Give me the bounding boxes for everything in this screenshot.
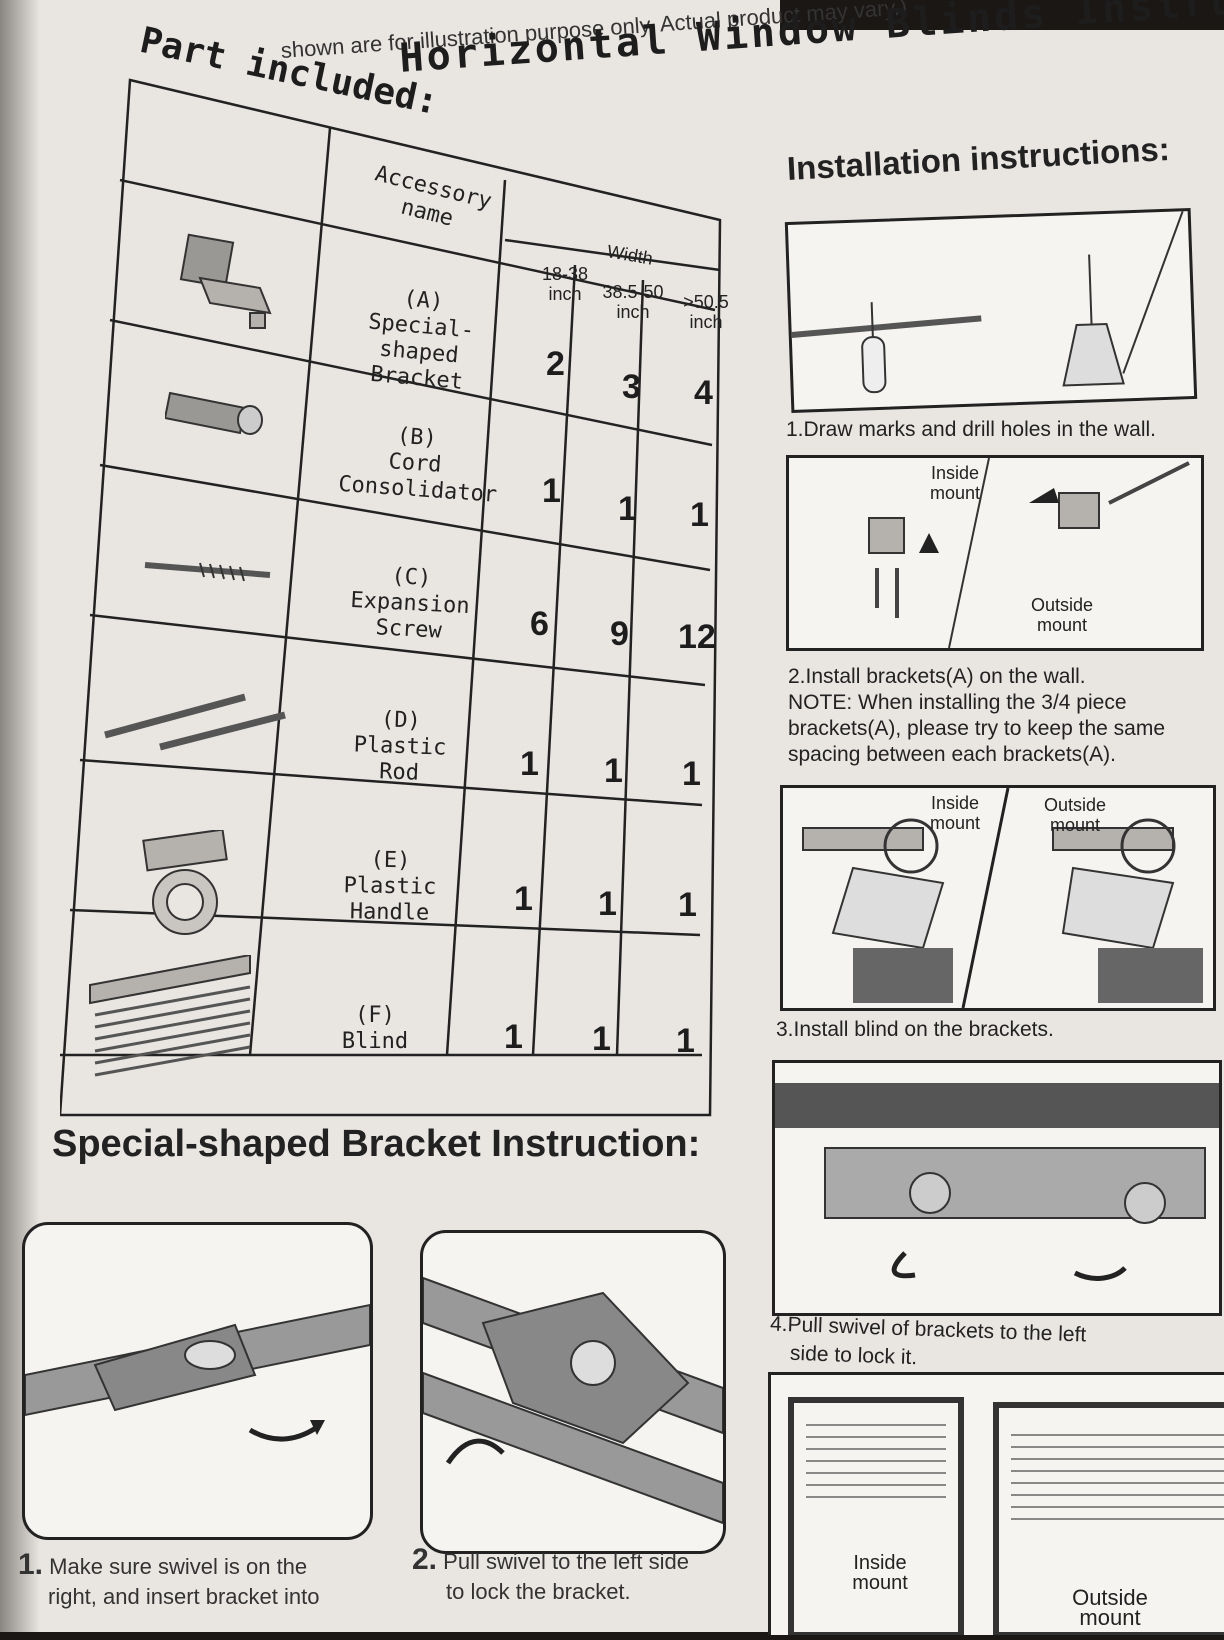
step5-inside-mount: Inside mount — [852, 1552, 908, 1594]
bracket-step1-number: 1. — [18, 1548, 44, 1581]
row-c-qty-1: 6 — [530, 605, 549, 643]
step5-outside-mount: Outside mount — [1072, 1585, 1148, 1630]
row-e-qty-3: 1 — [678, 886, 697, 924]
step5-illustration — [768, 1372, 1224, 1638]
background-dark — [780, 0, 1224, 30]
row-b-qty-2: 1 — [618, 490, 637, 528]
bracket-step2-caption: 2. Pull swivel to the left side to lock … — [412, 1545, 689, 1607]
row-e-name: (E) Plastic Handle — [343, 847, 437, 926]
cord-consolidator-icon — [165, 391, 263, 435]
width-col-38-50: 38.5-50 inch — [602, 282, 664, 322]
row-a-qty-1: 2 — [546, 345, 565, 383]
step4-illustration — [772, 1060, 1222, 1316]
expansion-screw-icon — [144, 562, 271, 582]
step3-outside-mount: Outside mount — [1043, 795, 1107, 835]
blind-install-icon — [802, 787, 1203, 1009]
step2-caption-4: spacing between each brackets(A). — [788, 743, 1117, 766]
row-f-qty-3: 1 — [676, 1022, 695, 1060]
step2-caption-3: brackets(A), please try to keep the same — [788, 717, 1166, 740]
swivel-lock-icon — [775, 1083, 1219, 1281]
row-e-qty-2: 1 — [598, 885, 617, 923]
step3-illustration — [780, 785, 1216, 1011]
row-b-qty-1: 1 — [542, 472, 561, 510]
blind-icon — [89, 955, 251, 1077]
step2-caption-1: 2.Install brackets(A) on the wall. — [788, 665, 1086, 688]
bracket-step2-number: 2. — [412, 1543, 438, 1576]
bracket-instruction-heading: Special-shaped Bracket Instruction: — [52, 1123, 701, 1165]
bracket-step1-text2: right, and insert bracket into — [48, 1584, 320, 1609]
step2-inside-mount: Inside mount — [929, 463, 981, 503]
bracket-icon — [179, 233, 272, 329]
bracket-step1-illustration — [22, 1222, 373, 1540]
row-d-qty-3: 1 — [682, 755, 701, 793]
table-grid — [58, 78, 722, 1117]
row-d-name: (D) Plastic Rod — [353, 707, 447, 786]
bracket-step1-text: Make sure swivel is on the — [49, 1554, 308, 1579]
bracket-step1-caption: 1. Make sure swivel is on the right, and… — [18, 1550, 319, 1612]
step3-caption: 3.Install blind on the brackets. — [776, 1018, 1054, 1041]
parts-table — [58, 70, 740, 1120]
row-c-name: (C) Expansion Screw — [349, 564, 471, 644]
step3-inside-mount: Inside mount — [929, 793, 981, 833]
width-col-18-38: 18-38 inch — [541, 264, 589, 304]
row-a-qty-3: 4 — [694, 374, 713, 412]
step1-caption: 1.Draw marks and drill holes in the wall… — [786, 418, 1156, 441]
step2-illustration — [786, 455, 1204, 651]
step1-illustration — [784, 207, 1198, 414]
row-d-qty-1: 1 — [520, 745, 539, 783]
row-c-qty-3: 12 — [678, 618, 716, 656]
drill-icon — [791, 210, 1184, 394]
row-f-name: (F) Blind — [341, 1003, 409, 1054]
swivel-right-icon — [24, 1303, 371, 1442]
row-d-qty-2: 1 — [604, 752, 623, 790]
bracket-step2-text2: to lock the bracket. — [446, 1579, 631, 1604]
step2-caption-2: NOTE: When installing the 3/4 piece — [788, 691, 1127, 714]
width-col-over-50: >50.5 inch — [683, 292, 729, 332]
bracket-step2-text: Pull swivel to the left side — [443, 1549, 689, 1574]
step2-outside-mount: Outside mount — [1030, 595, 1094, 635]
bracket-mount-icon — [868, 457, 1190, 649]
bracket-step2-illustration — [420, 1230, 726, 1554]
row-a-name: (A) Special-shaped Bracket — [367, 286, 476, 395]
swivel-left-icon — [422, 1276, 724, 1525]
step4-caption-2: side to lock it. — [789, 1341, 918, 1370]
row-c-qty-2: 9 — [610, 615, 629, 653]
row-b-qty-3: 1 — [690, 496, 709, 534]
row-a-qty-2: 3 — [622, 368, 641, 406]
row-e-qty-1: 1 — [514, 880, 533, 918]
row-f-qty-2: 1 — [592, 1020, 611, 1058]
row-b-name: (B) Cord Consolidator — [337, 423, 498, 508]
plastic-rod-icon — [104, 693, 286, 751]
plastic-handle-icon — [142, 830, 228, 935]
row-f-qty-1: 1 — [504, 1018, 523, 1056]
